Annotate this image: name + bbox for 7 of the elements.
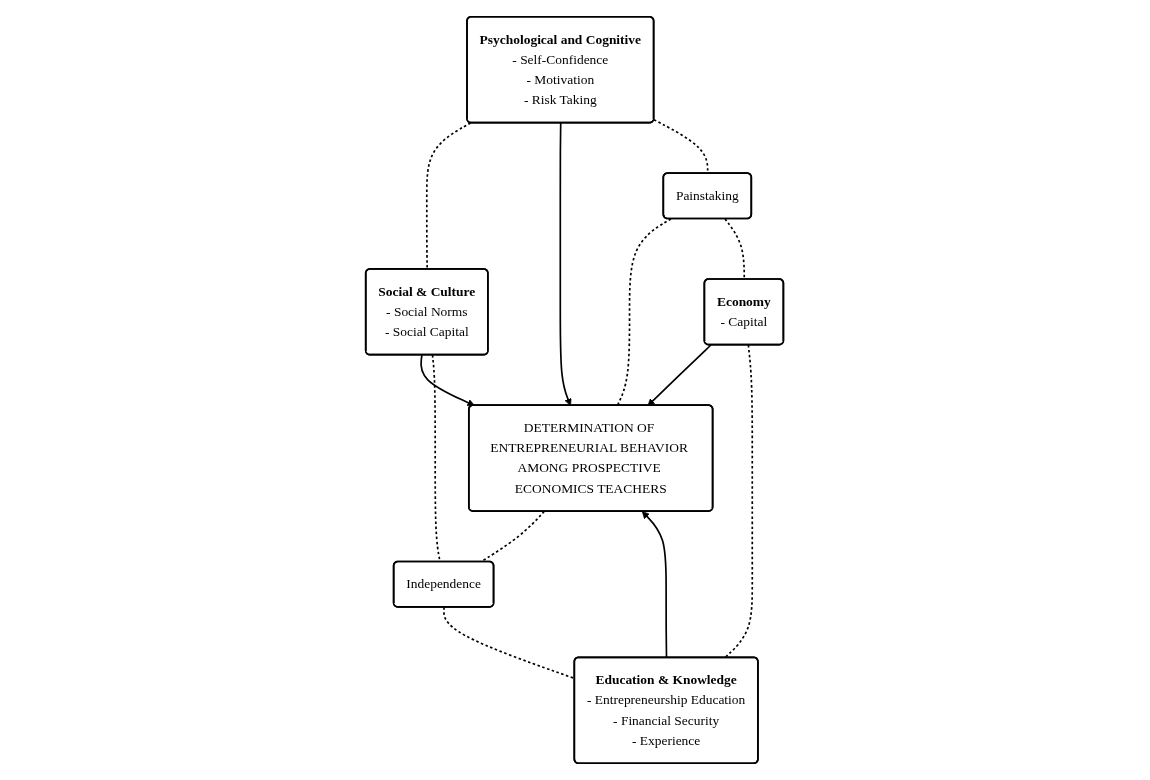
arrow bbox=[642, 511, 668, 659]
connector bbox=[480, 510, 546, 563]
arrow bbox=[559, 122, 572, 406]
connector bbox=[617, 218, 673, 407]
connector bbox=[724, 344, 754, 659]
arrow bbox=[420, 354, 476, 407]
arrow bbox=[648, 344, 713, 406]
